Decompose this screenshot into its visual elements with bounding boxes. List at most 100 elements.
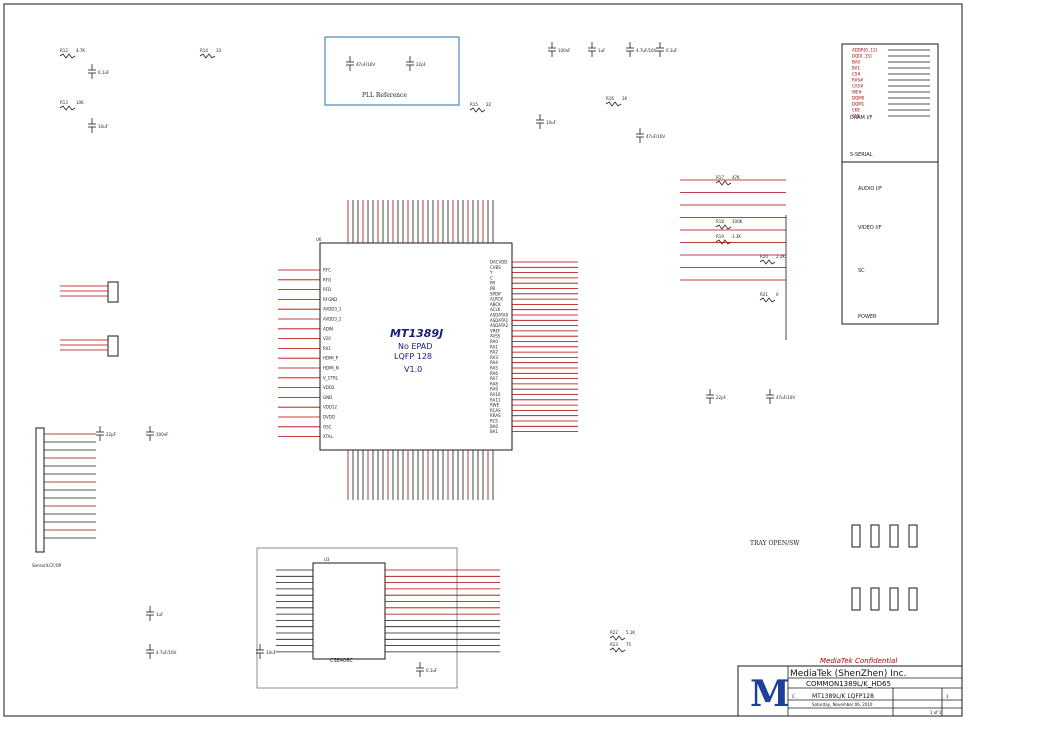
pin-label: BA0 [490, 424, 498, 429]
pin-label: RA4 [490, 360, 498, 365]
capacitor: 100nF [548, 42, 571, 57]
pin-label: DVDD [323, 415, 335, 420]
sheet-title: COMMON1389L/K_HD65 [806, 680, 891, 688]
pin-label: Y [489, 270, 493, 275]
cap-value: 0.1uF [426, 668, 438, 673]
pin-label: RFGND [323, 297, 337, 302]
pin-label: VREF [490, 328, 501, 333]
sub-chip-ref: U3 [324, 557, 330, 562]
cap-value: 100nF [558, 48, 571, 53]
resistor-value: 100K [732, 219, 743, 224]
pin-label: ACLK [490, 307, 501, 312]
main-chip-bottom-pins [347, 450, 494, 500]
resistor-value: 3.3K [732, 234, 741, 239]
pin-label: ADIN [323, 326, 333, 331]
pin-label: RA5 [490, 366, 498, 371]
pin-label: RA2 [490, 350, 498, 355]
cap-value: 10uF [98, 124, 109, 129]
serial-label: S-SERIAL [850, 152, 873, 158]
capacitor: 47uF/16V [346, 56, 375, 71]
resistor: R17 47K [715, 175, 740, 186]
capacitor: 100nF [146, 426, 169, 441]
resistor-value: 75 [626, 642, 632, 647]
pin-label: RA1 [490, 344, 498, 349]
pin-label: RFD [323, 287, 331, 292]
net-label: DQM1 [852, 102, 865, 107]
pin-label: HDMI_N [323, 366, 339, 371]
small-connector [107, 281, 119, 303]
pin-label: V_CTRL [323, 375, 339, 380]
pin-label: VDD3 [323, 385, 335, 390]
capacitor: 10uF [536, 114, 557, 129]
pin-label: ASDATA0 [490, 313, 509, 318]
resistor-zigzag [715, 239, 732, 245]
pin-label: V20 [323, 336, 331, 341]
capacitor: 4.7uF/16V [626, 42, 657, 57]
pin-label: RFC [323, 268, 331, 273]
main-chip-left-pins: RFCRFORFDRFGNDAVDD3_1AVDD3_2ADINV20RX1HD… [278, 268, 342, 439]
resistor-ref: R17 [716, 175, 724, 180]
pin-label: AVDD3_1 [323, 307, 342, 312]
confidential-mark: MediaTek Confidential [820, 657, 897, 665]
cap-value: 10uF [266, 650, 277, 655]
pin-label: RA0 [490, 339, 498, 344]
pin-label: RA9 [490, 387, 498, 392]
resistor-zigzag [469, 107, 486, 113]
doc-rev: 1 [946, 694, 949, 699]
cap-value: 1uF [156, 612, 164, 617]
pin-label: DACVDD [490, 260, 507, 265]
cap-value: 47uF/16V [356, 62, 375, 67]
resistor-ref: R14 [200, 48, 208, 53]
mount-hole [870, 587, 880, 611]
net-label: ADDR[0..11] [852, 48, 877, 53]
pin-label: HDMI_P [323, 356, 339, 361]
pin-label: RA6 [490, 371, 498, 376]
cap-value: 22pF [416, 62, 427, 67]
capacitor: 0.1uF [88, 64, 110, 79]
cap-value: 22pF [716, 395, 727, 400]
pin-label: RA8 [490, 381, 498, 386]
sheet-number: 1 of 1 [930, 710, 942, 715]
cap-value: 47uF/16V [776, 395, 795, 400]
resistor-zigzag [199, 53, 216, 59]
pin-label: GND [323, 395, 332, 400]
dram-label: DRAM I/F [850, 115, 873, 121]
net-label: WE# [852, 90, 862, 95]
net-label: DQ[0..15] [852, 54, 872, 59]
main-chip-name: MT1389J [390, 327, 443, 340]
sub-chip-body [312, 562, 386, 660]
doc-date: Saturday, November 06, 2010 [812, 702, 873, 707]
pin-label: RRAS [490, 413, 501, 418]
resistor-zigzag [609, 635, 626, 641]
net-label: BA0 [852, 60, 860, 65]
pin-label: CVBS [490, 265, 501, 270]
pin-label: AVSS [490, 334, 501, 339]
sub-chip-pins [276, 569, 500, 653]
capacitor: 1uF [146, 606, 164, 621]
pin-label: RWE [490, 403, 500, 408]
resistor-value: 47K [732, 175, 740, 180]
net-label: DQM0 [852, 96, 865, 101]
pin-label: OSC [323, 424, 332, 429]
main-chip-line2: No EPAD [398, 342, 432, 351]
audio-label: AUDIO I/F [858, 186, 882, 192]
mount-hole [908, 524, 918, 548]
sc-label: SC [858, 268, 865, 274]
mount-hole [870, 524, 880, 548]
io-panel [841, 161, 939, 325]
resistor-zigzag [609, 647, 626, 653]
resistor-value: 4.7K [76, 48, 85, 53]
pin-label: VDD12 [323, 405, 337, 410]
pin-label: RA11 [490, 397, 501, 402]
resistor-ref: R21 [760, 292, 768, 297]
resistor-zigzag [605, 101, 622, 107]
dram-net-list: ADDR[0..11]DQ[0..15]BA0BA1CS#RAS#CAS#WE#… [852, 48, 930, 119]
cap-value: 0.1uF [666, 48, 678, 53]
doc-size: C [792, 694, 795, 699]
